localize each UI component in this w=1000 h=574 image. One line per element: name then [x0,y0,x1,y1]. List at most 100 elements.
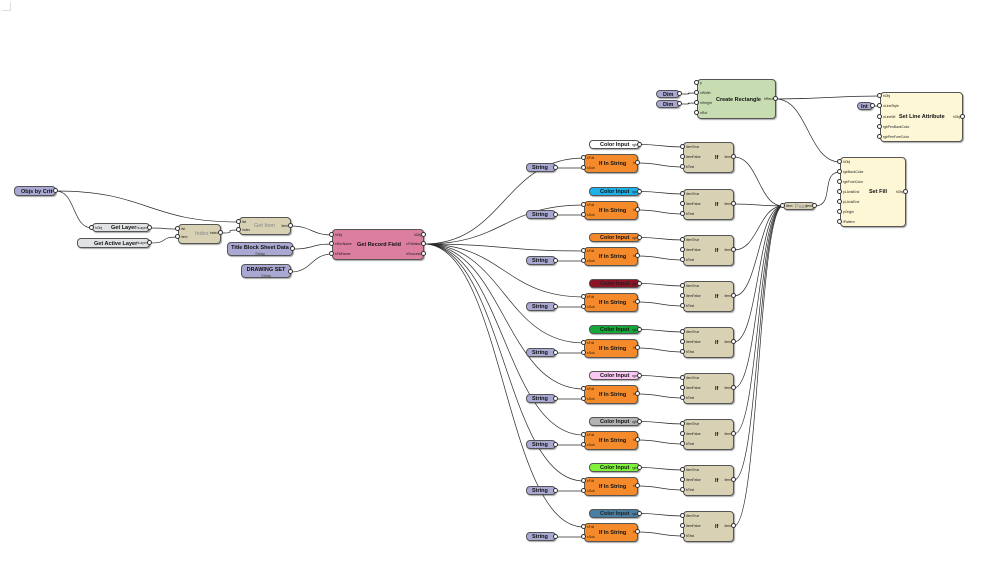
if-node[interactable]: If [683,419,734,450]
wire-rect-to-fill[interactable] [775,98,841,163]
input-port-itemtrue[interactable] [680,421,685,426]
input-port-itemtrue[interactable] [680,375,685,380]
input-port-srecname[interactable] [329,241,334,246]
wire-if-to-pass[interactable] [733,205,784,251]
string-node[interactable]: String [526,532,556,541]
input-port-ssub[interactable] [581,212,586,217]
output-port-c[interactable] [553,396,558,401]
output-port-c[interactable] [290,246,295,251]
input-port-btest[interactable] [680,211,685,216]
input-port-rgbpenforecolor[interactable] [877,134,882,139]
output-port-hobj[interactable] [421,232,426,237]
input-port-itemtrue[interactable] [680,283,685,288]
output-port-c[interactable] [553,488,558,493]
output-port-hobj[interactable] [960,114,965,119]
input-port-itemfalse[interactable] [680,154,685,159]
wire-fieldvalue-to-ifinstring[interactable] [423,243,585,252]
input-port-nrot[interactable] [694,110,699,115]
wire-fieldvalue-to-ifinstring[interactable] [423,243,585,528]
input-port-itemfalse[interactable] [680,339,685,344]
input-port-itemfalse[interactable] [680,523,685,528]
output-port-bsuccess[interactable] [421,251,426,256]
wire-if-to-pass[interactable] [733,205,784,435]
input-port-ssub[interactable] [581,488,586,493]
output-port-b[interactable] [635,253,640,258]
wire-color-to-if[interactable] [639,421,684,425]
wire-test-to-if[interactable] [637,393,684,399]
output-port-c[interactable] [553,212,558,217]
input-port-nheight[interactable] [694,100,699,105]
input-port-itemfalse[interactable] [680,293,685,298]
output-port-c[interactable] [288,269,293,274]
output-port-b[interactable] [635,299,640,304]
input-port-btest[interactable] [680,164,685,169]
output-port-c[interactable] [870,103,875,108]
output-port-item[interactable] [731,154,736,159]
string-node[interactable]: String [526,486,556,495]
output-port-item[interactable] [731,293,736,298]
input-port-hobj[interactable] [329,232,334,237]
output-port-hrect[interactable] [773,96,778,101]
input-port-ssub[interactable] [581,396,586,401]
string-node[interactable]: String [526,394,556,403]
wire-if-to-pass[interactable] [733,205,784,481]
input-port-rgbpenbackcolor[interactable] [877,124,882,129]
if-node[interactable]: If [683,465,734,496]
wire-test-to-if[interactable] [637,347,684,353]
input-port-item[interactable] [175,234,180,239]
wire-test-to-if[interactable] [637,301,684,307]
input-port-itemtrue[interactable] [680,237,685,242]
input-port-btest[interactable] [680,533,685,538]
output-port-c[interactable] [553,258,558,263]
output-port-hlayer[interactable] [147,240,152,245]
wire-if-to-pass[interactable] [733,205,784,297]
input-port-itemfalse[interactable] [680,477,685,482]
output-port-rgb[interactable] [637,464,642,470]
set-line-attribute-node[interactable]: Set Line Attribute [880,92,963,142]
input-port-ssub[interactable] [581,258,586,263]
output-port-c[interactable] [553,534,558,539]
input-port-sfull[interactable] [581,340,586,345]
wire-test-to-if[interactable] [637,485,684,491]
output-port-hlayer[interactable] [147,225,152,230]
string-node[interactable]: String [526,440,556,449]
string-node[interactable]: String [526,256,556,265]
wire-if-to-pass[interactable] [733,205,784,343]
output-port-rgb[interactable] [637,280,642,286]
input-port-ssub[interactable] [581,165,586,170]
input-port-btest[interactable] [680,395,685,400]
output-port-b[interactable] [635,437,640,442]
output-port-c[interactable] [553,304,558,309]
if-in-string-node[interactable]: If In String [584,385,638,404]
input-port-plaxisend2[interactable] [837,199,842,204]
wire-getitem-to-recordfield[interactable] [290,225,333,236]
input-port-itemtrue[interactable] [680,467,685,472]
input-port-itemtrue[interactable] [680,513,685,518]
input-port-hobj[interactable] [837,159,842,164]
input-port-btest[interactable] [680,303,685,308]
objs-by-crit-node[interactable]: Objs by Crit [14,186,56,196]
input-port-itemtrue[interactable] [680,191,685,196]
wire-fieldvalue-to-ifinstring[interactable] [423,243,585,390]
input-port-list[interactable] [236,219,241,224]
string-node[interactable]: String [526,163,556,172]
input-port-nwidth[interactable] [694,90,699,95]
wire-fieldvalue-to-ifinstring[interactable] [423,157,585,245]
wire-test-to-if[interactable] [637,162,684,168]
input-port-ssub[interactable] [581,304,586,309]
input-port-btest[interactable] [680,257,685,262]
if-node[interactable]: If [683,281,734,312]
wire-test-to-if[interactable] [637,209,684,215]
if-in-string-node[interactable]: If In String [584,431,638,450]
input-port-itemtrue[interactable] [680,329,685,334]
output-port-item[interactable] [731,385,736,390]
output-port-b[interactable] [635,529,640,534]
if-node[interactable]: If [683,327,734,358]
wire-fieldvalue-to-ifinstring[interactable] [423,243,585,436]
wire-color-to-if[interactable] [639,144,684,148]
input-port-itemfalse[interactable] [680,385,685,390]
output-port-c[interactable] [677,91,682,96]
output-port-b[interactable] [635,160,640,165]
